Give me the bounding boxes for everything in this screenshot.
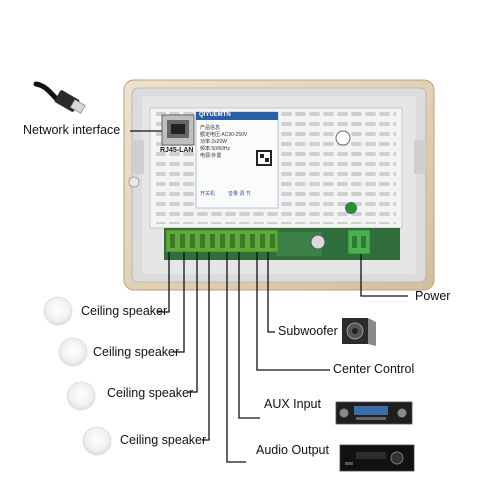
sticker-brand: QIYUEMTN xyxy=(199,112,231,118)
amplifier-icon xyxy=(335,401,413,425)
ceiling-speaker-icon xyxy=(58,337,88,367)
sticker-line: 产品信息 xyxy=(200,125,221,131)
aux-input-line xyxy=(238,252,260,419)
ceiling-speaker-icon xyxy=(43,296,73,326)
connection-lines xyxy=(130,130,408,463)
ceiling-speaker-label: Ceiling speaker xyxy=(93,345,180,359)
power-label: Power xyxy=(415,289,451,303)
ceiling-speaker-label: Ceiling speaker xyxy=(107,386,194,400)
subwoofer-label: Subwoofer xyxy=(278,324,338,338)
power-line xyxy=(360,254,408,297)
audio-receiver-icon xyxy=(339,444,415,472)
speaker-terminal-block xyxy=(165,229,279,253)
ceiling-speaker-icon xyxy=(66,381,96,411)
audio-output-line xyxy=(226,252,246,463)
subwoofer-line xyxy=(267,252,275,333)
center-control-label: Center Control xyxy=(333,362,415,376)
ceiling-speaker-label: Ceiling speaker xyxy=(81,304,168,318)
aux-input-label: AUX Input xyxy=(264,397,321,411)
network-interface-label: Network interface xyxy=(23,123,121,137)
sticker-line: 频率:50/60Hz xyxy=(200,146,231,152)
ceiling-speaker-line-1 xyxy=(158,252,170,313)
sticker-line: 功率:2x20W xyxy=(200,139,227,145)
ceiling-speaker-line-2 xyxy=(172,252,185,353)
sticker-line: 额定电压:AC90-250V xyxy=(200,132,248,138)
ceiling-speaker-line-3 xyxy=(187,252,198,393)
rj45-port-label: RJ45-LAN xyxy=(160,147,194,154)
subwoofer-icon xyxy=(342,318,376,346)
ceiling-speaker-icon xyxy=(82,426,112,456)
center-control-line xyxy=(256,252,330,371)
control-panel-device xyxy=(123,79,435,291)
ceiling-speaker-label: Ceiling speaker xyxy=(120,433,207,447)
ethernet-cable-icon xyxy=(33,81,86,114)
ceiling-speaker-line-4 xyxy=(202,252,210,441)
audio-output-label: Audio Output xyxy=(256,443,329,457)
sticker-button-label: 音量 调 节 xyxy=(228,191,251,197)
sticker-line: 电源:外置 xyxy=(200,153,222,159)
power-terminal-block xyxy=(347,229,371,255)
sticker-button-label: 开关机 xyxy=(200,191,216,197)
